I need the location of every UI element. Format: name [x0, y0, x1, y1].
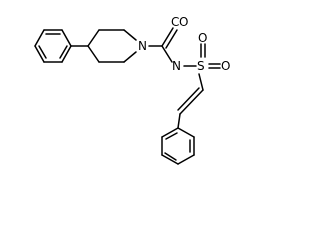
bond-vinyl [179, 89, 204, 115]
bond-vinyl-double [177, 87, 200, 111]
phenyl-ring-left [34, 29, 72, 63]
bond-carbon-n [161, 45, 173, 63]
atom-label-n-sulfonamide: N [172, 59, 181, 73]
chemical-structure: N C O N S O O [34, 15, 230, 165]
bond-vinyl-phenyl [177, 113, 181, 129]
bond-carbonyl-double [165, 29, 178, 49]
atom-label-o-right: O [221, 59, 230, 73]
atom-label-o-carbonyl: O [179, 15, 188, 29]
structure-canvas: N C O N S O O [34, 15, 230, 165]
atom-label-n-piperidine: N [138, 39, 147, 53]
bond-carbonyl [161, 27, 174, 47]
atom-label-c: C [171, 15, 179, 29]
phenyl-ring-bottom [161, 127, 195, 165]
piperidine-ring [87, 29, 137, 63]
bond-s-vinyl [198, 73, 204, 91]
atom-label-o-top: O [198, 31, 207, 45]
atom-label-s: S [197, 59, 205, 73]
